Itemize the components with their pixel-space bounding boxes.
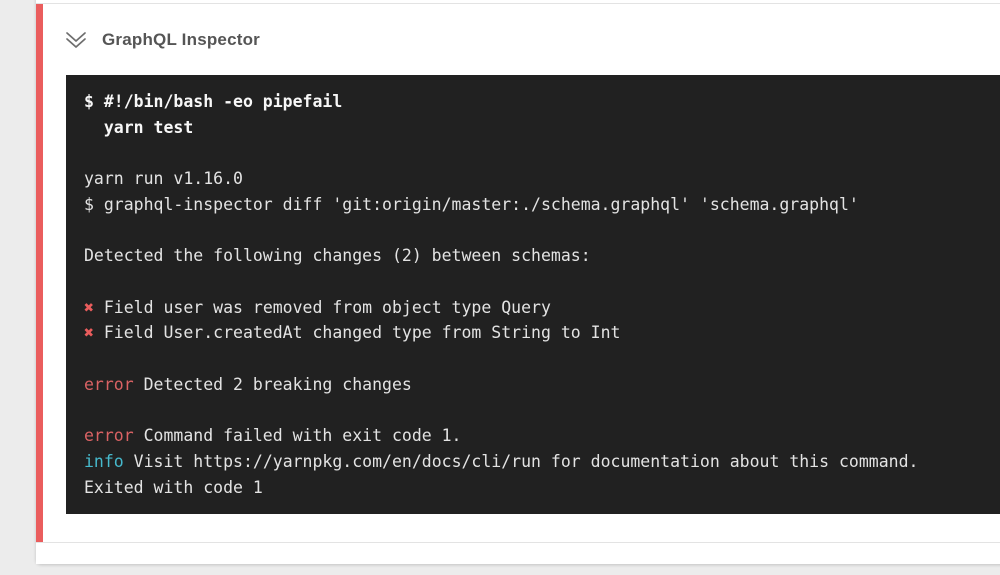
next-step-row-edge (36, 543, 1000, 564)
terminal-line: yarn run v1.16.0 (84, 169, 243, 189)
terminal-line (84, 346, 1000, 372)
steps-panel: GraphQL Inspector $ #!/bin/bash -eo pipe… (36, 0, 1000, 564)
previous-step-row-edge (36, 0, 1000, 3)
terminal-line: $ graphql-inspector diff 'git:origin/mas… (84, 194, 859, 214)
step-divider-bottom (36, 542, 1000, 543)
terminal-line: error Detected 2 breaking changes (84, 374, 412, 394)
terminal-line: ✖ Field User.createdAt changed type from… (84, 323, 621, 343)
step-title: GraphQL Inspector (102, 30, 261, 49)
terminal-line (84, 397, 1000, 423)
terminal-line (84, 140, 1000, 166)
terminal-line: $ #!/bin/bash -eo pipefail (84, 92, 343, 111)
terminal-line: Detected the following changes (2) betwe… (84, 246, 591, 266)
terminal-line (84, 218, 1000, 244)
step-divider-top (36, 3, 1000, 4)
step-header[interactable]: GraphQL Inspector (43, 4, 1000, 52)
terminal-line: error Command failed with exit code 1. (84, 426, 462, 446)
terminal-output: $ #!/bin/bash -eo pipefail yarn test yar… (66, 75, 1000, 514)
chevron-double-down-icon[interactable] (63, 28, 89, 52)
terminal-line: yarn test (84, 117, 194, 137)
terminal-line (84, 269, 1000, 295)
terminal-line: Exited with code 1 (84, 477, 263, 497)
step-graphql-inspector: GraphQL Inspector $ #!/bin/bash -eo pipe… (36, 4, 1000, 542)
terminal-line: ✖ Field user was removed from object typ… (84, 297, 551, 317)
terminal-line: info Visit https://yarnpkg.com/en/docs/c… (84, 451, 919, 471)
